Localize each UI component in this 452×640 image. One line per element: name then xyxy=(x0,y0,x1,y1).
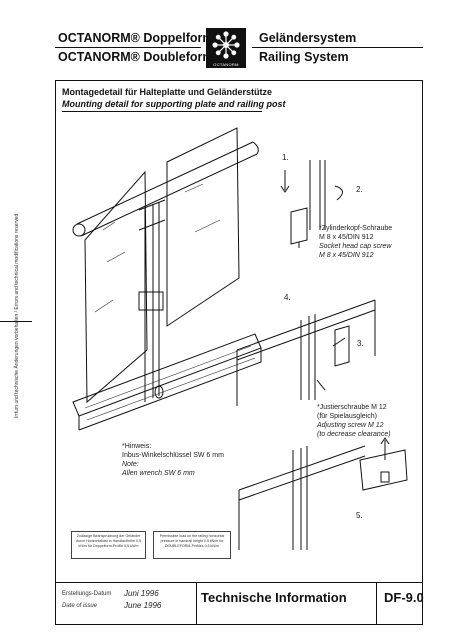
screw2-sub-de: (für Spielausgleich) xyxy=(317,413,377,420)
screw1-en: Socket head cap screw xyxy=(319,243,392,250)
section-title-en: Mounting detail for supporting plate and… xyxy=(62,99,286,109)
screw1-spec-en: M 8 x 45/DIN 912 xyxy=(319,252,374,259)
step-4-label: 4. xyxy=(284,293,291,302)
header-left-line1: OCTANORM® Doppelform xyxy=(58,31,214,45)
screw1-de: *Zylinderkopf-Schraube xyxy=(319,225,393,232)
header-rule-right xyxy=(252,47,423,48)
header-right-line1: Geländersystem xyxy=(259,31,357,45)
date-label-de: Erstellungs-Datum xyxy=(62,591,112,597)
hint-en-text: Allen wrench SW 6 mm xyxy=(122,470,195,477)
screw1-note: *Zylinderkopf-Schraube M 8 x 45/DIN 912 … xyxy=(319,224,392,260)
date-value-de: Juni 1996 xyxy=(124,589,159,598)
screw1-spec-de: M 8 x 45/DIN 912 xyxy=(319,234,374,241)
document-id: DF-9.0 xyxy=(384,590,424,605)
header-right-line2: Railing System xyxy=(259,50,349,64)
side-disclaimer: Irrtum und technische Änderungen vorbeha… xyxy=(14,213,20,418)
footer-divider-1 xyxy=(196,582,197,625)
step-5-label: 5. xyxy=(356,511,363,520)
section-title-de: Montagedetail für Halteplatte und Geländ… xyxy=(62,87,273,97)
content-frame xyxy=(55,80,423,625)
date-label-en: Date of issue xyxy=(62,603,98,609)
load-box-de: Zulässige Beanspruchung der Geländer dur… xyxy=(71,531,146,559)
screw2-note: *Justierschraube M 12 (für Spielausgleic… xyxy=(317,403,391,439)
section-title-underline xyxy=(62,111,262,112)
screw2-sub-en: (to decrease clearance) xyxy=(317,431,391,438)
hint-de-text: Inbus-Winkelschlüssel SW 6 mm xyxy=(122,452,224,459)
step-2-label: 2. xyxy=(356,185,363,194)
header-rule-left xyxy=(55,47,201,48)
step-illustrations xyxy=(236,160,408,550)
load-box-en: Permissible load on the railing horizont… xyxy=(153,531,231,559)
technical-information-title: Technische Information xyxy=(201,590,347,605)
railing-illustration xyxy=(72,127,262,431)
step-1-label: 1. xyxy=(282,153,289,162)
hint-en: Note: xyxy=(122,461,139,468)
footer-rule xyxy=(55,582,423,583)
hint-de: *Hinweis: xyxy=(122,443,152,450)
margin-tick xyxy=(0,321,32,322)
footer-divider-2 xyxy=(376,582,377,625)
octanorm-logo xyxy=(206,28,246,62)
step-3-label: 3. xyxy=(357,339,364,348)
screw2-en: Adjusting screw M 12 xyxy=(317,422,384,429)
logo-wordmark: OCTANORM xyxy=(206,62,246,68)
header-left-line2: OCTANORM® Doubleform xyxy=(58,50,214,64)
screw2-de: *Justierschraube M 12 xyxy=(317,404,387,411)
date-value-en: June 1996 xyxy=(124,601,162,610)
hint-note: *Hinweis: Inbus-Winkelschlüssel SW 6 mm … xyxy=(122,442,224,478)
